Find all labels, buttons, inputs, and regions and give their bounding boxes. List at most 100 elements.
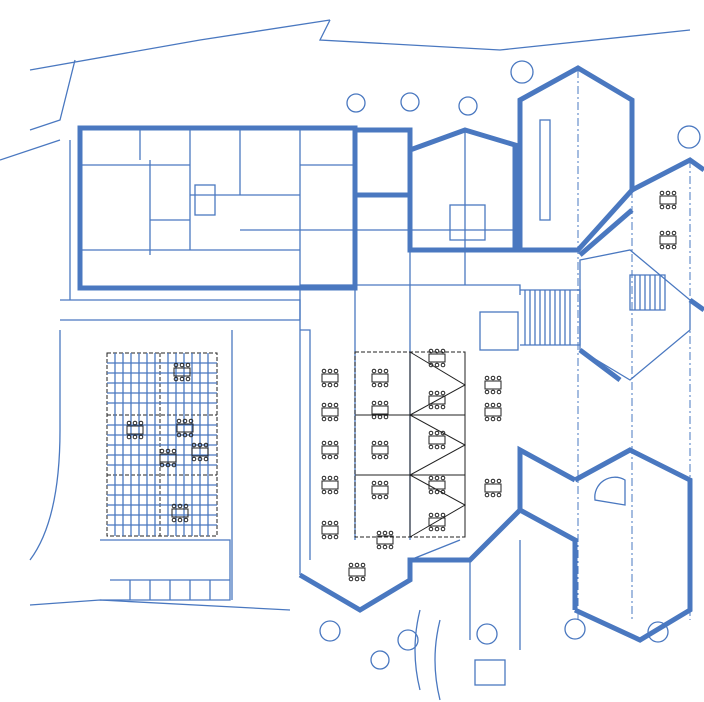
furniture (126, 190, 677, 582)
chair (665, 204, 671, 210)
chair (203, 442, 209, 448)
chair (383, 368, 389, 374)
chair (659, 244, 665, 250)
chair (490, 375, 496, 381)
chair (173, 362, 179, 368)
chair (434, 526, 440, 532)
chair (383, 494, 389, 500)
chair (377, 480, 383, 486)
chair (383, 414, 389, 420)
chair (321, 368, 327, 374)
chair (496, 416, 502, 422)
chair (333, 475, 339, 481)
chair (440, 489, 446, 495)
chair (321, 402, 327, 408)
chair (132, 420, 138, 426)
chair (484, 416, 490, 422)
chair (377, 414, 383, 420)
desk (484, 407, 502, 417)
desk (321, 480, 339, 490)
chair (434, 390, 440, 396)
chair (665, 190, 671, 196)
chair (327, 402, 333, 408)
chair (333, 534, 339, 540)
chair (183, 517, 189, 523)
chair (327, 454, 333, 460)
chair (383, 480, 389, 486)
desk (126, 425, 144, 435)
chair (434, 489, 440, 495)
chair (371, 368, 377, 374)
chair (354, 562, 360, 568)
desk (428, 517, 446, 527)
chair (428, 444, 434, 450)
chair (321, 534, 327, 540)
chair (371, 382, 377, 388)
desk (428, 480, 446, 490)
chair (333, 489, 339, 495)
chair (182, 432, 188, 438)
chair (484, 478, 490, 484)
chair (496, 375, 502, 381)
chair (327, 416, 333, 422)
chair (383, 400, 389, 406)
chair (321, 475, 327, 481)
chair (659, 230, 665, 236)
chair (159, 462, 165, 468)
chair (490, 389, 496, 395)
chair (382, 544, 388, 550)
chair (377, 382, 383, 388)
chair (484, 492, 490, 498)
desk (176, 423, 194, 433)
chair (197, 456, 203, 462)
desk (321, 525, 339, 535)
chair (490, 416, 496, 422)
chair (377, 400, 383, 406)
desk (484, 483, 502, 493)
chair (428, 404, 434, 410)
chair (126, 420, 132, 426)
chair (333, 454, 339, 460)
chair (434, 404, 440, 410)
chair (360, 576, 366, 582)
chair (484, 402, 490, 408)
desk (484, 380, 502, 390)
chair (440, 526, 446, 532)
chair (434, 444, 440, 450)
chair (428, 362, 434, 368)
chair (171, 462, 177, 468)
chair (333, 368, 339, 374)
desk (376, 535, 394, 545)
chair (484, 375, 490, 381)
chair (671, 244, 677, 250)
desk (173, 367, 191, 377)
courtyard-grid (100, 329, 311, 601)
chair (165, 462, 171, 468)
chair (333, 520, 339, 526)
chair (496, 389, 502, 395)
chair (327, 382, 333, 388)
chair (434, 348, 440, 354)
chair (185, 362, 191, 368)
chair (333, 440, 339, 446)
chair (659, 204, 665, 210)
chair (383, 440, 389, 446)
chair (371, 454, 377, 460)
chair (203, 456, 209, 462)
desk (428, 435, 446, 445)
site-outline (0, 19, 691, 701)
chair (321, 416, 327, 422)
desk (191, 447, 209, 457)
chair (440, 475, 446, 481)
chair (388, 530, 394, 536)
chair (377, 440, 383, 446)
chair (371, 414, 377, 420)
chair (321, 454, 327, 460)
chair (197, 442, 203, 448)
chair (440, 444, 446, 450)
chair (659, 190, 665, 196)
office-block (60, 125, 413, 321)
chair (171, 448, 177, 454)
chair (165, 448, 171, 454)
chair (428, 475, 434, 481)
